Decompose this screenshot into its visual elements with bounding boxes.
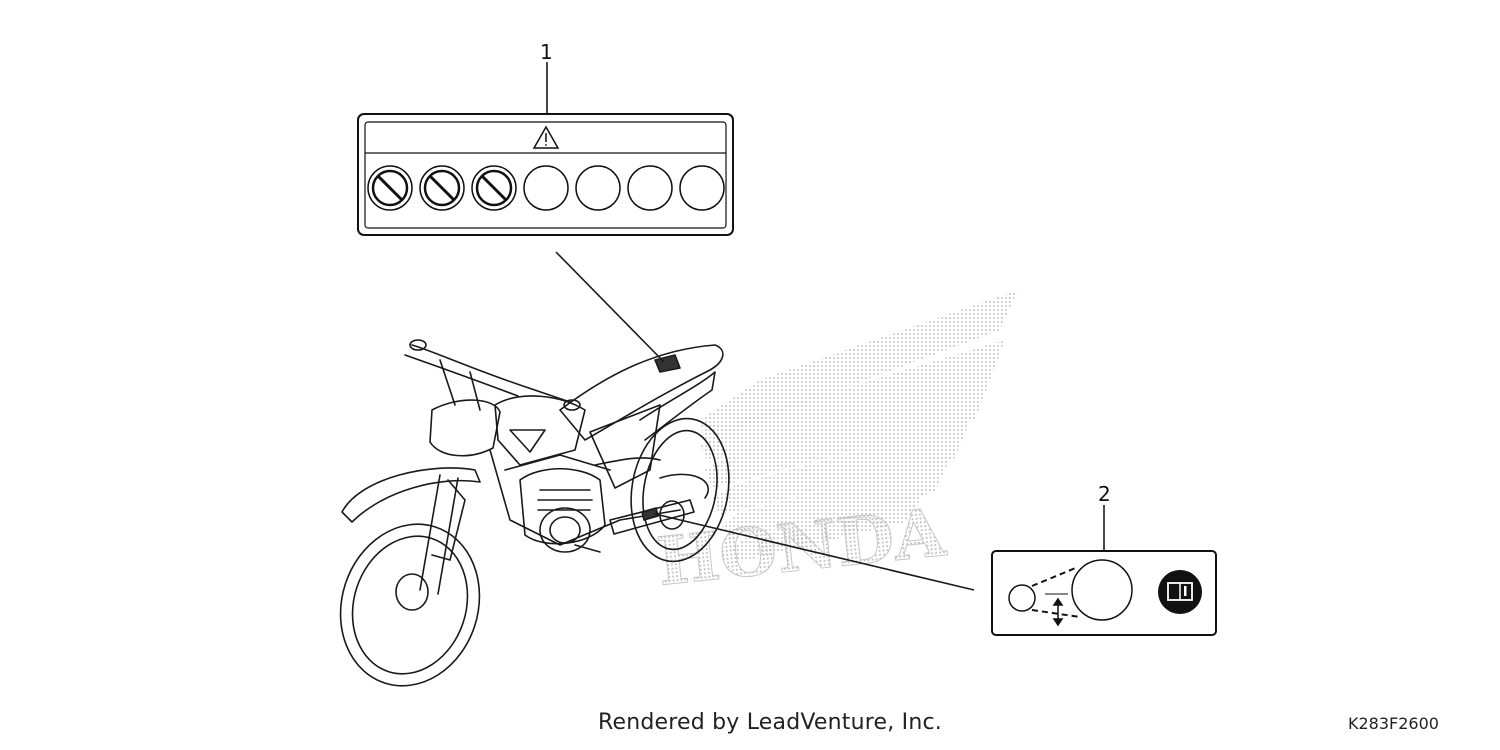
front-wheel [339, 523, 481, 687]
prohibition-icon [471, 165, 517, 211]
honda-watermark-text: HONDA [654, 493, 950, 601]
pictogram-circle [523, 165, 569, 211]
seat [559, 344, 724, 441]
rendered-by-credit: Rendered by LeadVenture, Inc. [598, 710, 942, 735]
callout-2-part-leader [654, 513, 975, 591]
pictogram-circle [627, 165, 673, 211]
honda-wing-watermark [700, 290, 1018, 562]
pictogram-circle [575, 165, 621, 211]
owners-manual-icon [1158, 570, 1202, 614]
callout-1-part-leader [555, 251, 665, 363]
prohibition-icon [367, 165, 413, 211]
dirt-bike-illustration [339, 339, 730, 687]
prohibition-icon [419, 165, 465, 211]
chain-label-part-2 [991, 550, 1217, 636]
callout-number-1: 1 [540, 40, 553, 64]
chain-slack-arrow-icon [1052, 597, 1064, 627]
warning-label-part-1 [357, 113, 734, 236]
leader-lines [546, 62, 1105, 591]
diagram-code: K283F2600 [1348, 714, 1439, 733]
callout-number-2: 2 [1098, 482, 1111, 506]
warning-triangle-icon [532, 125, 560, 149]
small-sprocket-icon [1008, 584, 1036, 612]
large-sprocket-icon [1071, 559, 1133, 621]
pictogram-circle [679, 165, 725, 211]
rear-wheel [630, 417, 730, 563]
